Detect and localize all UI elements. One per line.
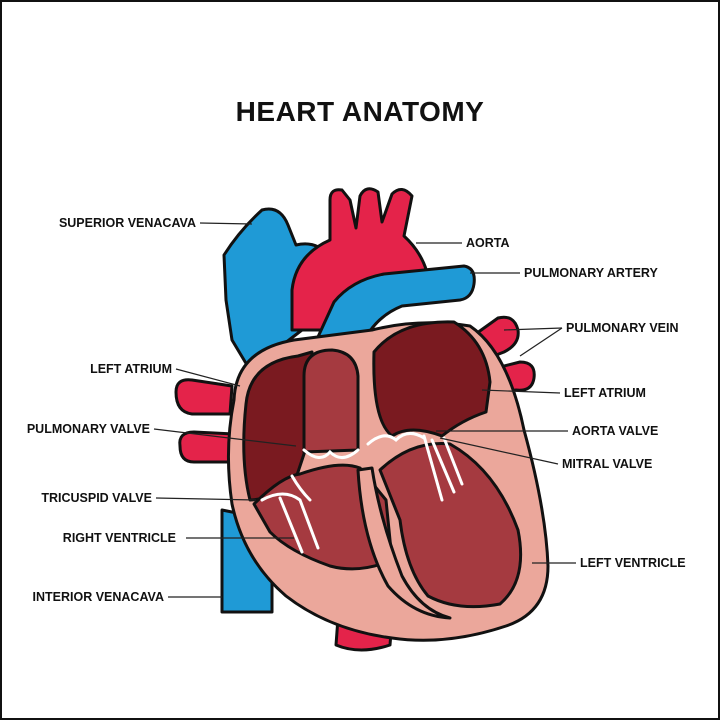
aorta-valve-shape xyxy=(366,432,426,446)
label-pulmonary-artery: PULMONARY ARTERY xyxy=(524,266,658,280)
leader-tricuspid-valve xyxy=(155,497,257,501)
label-aorta: AORTA xyxy=(466,236,510,250)
leader-mitral-valve xyxy=(439,437,559,465)
label-left-ventricle: LEFT VENTRICLE xyxy=(580,556,686,570)
septum-shape xyxy=(356,466,452,620)
mitral-valve-shape xyxy=(422,434,464,502)
leader-left-atrium-right xyxy=(481,389,561,394)
leader-superior-venacava xyxy=(199,222,253,225)
label-right-ventricle: RIGHT VENTRICLE xyxy=(63,531,176,545)
diagram-title: HEART ANATOMY xyxy=(235,96,485,127)
leader-pulmonary-vein-b xyxy=(519,327,563,357)
label-superior-venacava: SUPERIOR VENACAVA xyxy=(59,216,196,230)
label-interior-venacava: INTERIOR VENACAVA xyxy=(33,590,165,604)
pulmonary-valve-shape xyxy=(302,448,360,459)
pulmonary-trunk-inner xyxy=(302,348,360,454)
left-atrium-chamber xyxy=(372,320,492,438)
leader-left-atrium-left xyxy=(175,368,241,387)
label-aorta-valve: AORTA VALVE xyxy=(572,424,658,438)
tricuspid-valve-shape xyxy=(260,474,320,554)
label-tricuspid-valve: TRICUSPID VALVE xyxy=(41,491,152,505)
leader-pulmonary-valve xyxy=(153,428,297,447)
leader-pulmonary-vein-a xyxy=(503,327,563,331)
left-ventricle-chamber xyxy=(378,442,523,609)
label-pulmonary-valve: PULMONARY VALVE xyxy=(27,422,150,436)
label-left-atrium-right: LEFT ATRIUM xyxy=(564,386,646,400)
label-left-atrium-left: LEFT ATRIUM xyxy=(90,362,172,376)
label-pulmonary-vein: PULMONARY VEIN xyxy=(566,321,679,335)
pulmonary-vein-left-upper xyxy=(174,378,234,416)
pulmonary-artery-shape xyxy=(310,264,476,352)
label-mitral-valve: MITRAL VALVE xyxy=(562,457,652,471)
